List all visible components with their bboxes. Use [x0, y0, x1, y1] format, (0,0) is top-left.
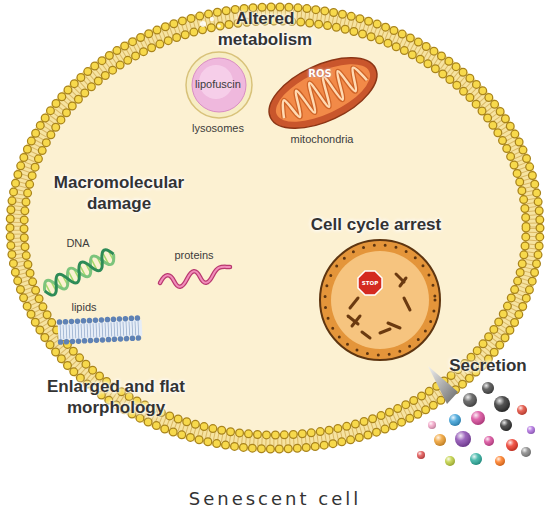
nucleus-outline [318, 238, 442, 362]
factor-ball [500, 419, 512, 431]
factor-shine [506, 439, 518, 451]
nuclear-envelope [320, 240, 440, 360]
mitochondrion: ROSmitochondria [262, 55, 384, 131]
factor-shine [521, 447, 531, 457]
factor-ball [521, 447, 531, 457]
chromosome [404, 298, 410, 310]
factor-shine [470, 453, 482, 465]
factor-ball [417, 451, 425, 459]
feature-heading: Cell cycle arrest [288, 214, 464, 235]
factor-shine [517, 405, 527, 415]
factor-ball [471, 411, 485, 425]
factor-shine [482, 382, 494, 394]
lysosome: lipofuscinlysosomes [184, 50, 254, 120]
chromosome [388, 323, 400, 328]
factor-ball [434, 434, 446, 446]
chromosome [362, 332, 370, 338]
chromosome [352, 316, 360, 326]
nucleus: STOP [318, 238, 442, 362]
feature-heading: Macromolecular damage [40, 172, 198, 214]
factor-ball [494, 396, 510, 412]
molecule-label: DNA [58, 236, 98, 250]
factor-ball [428, 421, 436, 429]
molecule-label: lipids [62, 300, 106, 314]
factor-shine [434, 434, 446, 446]
factor-shine [500, 419, 512, 431]
factor-shine [449, 414, 461, 426]
factor-shine [494, 396, 510, 412]
factor-ball [484, 436, 494, 446]
nucleoplasm [331, 251, 429, 349]
cristae-shadow [275, 60, 370, 126]
mitochondrion-body [259, 43, 388, 143]
feature-heading: Secretion [440, 355, 536, 376]
factor-ball [449, 414, 461, 426]
lipid-heads-rim [10, 7, 540, 449]
factor-ball [495, 456, 505, 466]
mitochondrion-outline [262, 55, 384, 131]
figure-title: Senescent cell [0, 488, 550, 510]
factor-ball [506, 439, 518, 451]
factor-shine [445, 456, 455, 466]
chromosome [400, 278, 406, 286]
outer-membrane [259, 43, 388, 143]
factor-ball [445, 456, 455, 466]
stop-text: STOP [356, 279, 384, 287]
factor-shine [463, 393, 477, 407]
content-label: ROS [298, 68, 342, 80]
factor-ball [455, 431, 471, 447]
factor-ball [527, 426, 535, 434]
factor-shine [428, 421, 436, 429]
factor-shine [471, 411, 485, 425]
content-label: lipofuscin [183, 77, 253, 91]
organelle-label: lysosomes [170, 121, 266, 135]
chromosome [350, 298, 358, 308]
feature-heading: Enlarged and flat morphology [30, 376, 202, 418]
factor-shine [527, 426, 535, 434]
factor-ball [470, 453, 482, 465]
factor-shine [495, 456, 505, 466]
organelle-label: mitochondria [270, 132, 374, 146]
feature-heading: Altered metabolism [205, 8, 325, 50]
matrix [268, 52, 378, 133]
factor-ball [463, 393, 477, 407]
factor-shine [455, 431, 471, 447]
chromosome [380, 329, 390, 333]
nuclear-pores [325, 245, 435, 355]
lipid-heads [10, 7, 540, 449]
factor-shine [417, 451, 425, 459]
factor-ball [517, 405, 527, 415]
molecule-label: proteins [162, 248, 226, 262]
factor-ball [482, 382, 494, 394]
lipid-tails [17, 14, 533, 442]
factor-shine [484, 436, 494, 446]
membrane-band [7, 4, 543, 452]
cristae [275, 60, 370, 126]
